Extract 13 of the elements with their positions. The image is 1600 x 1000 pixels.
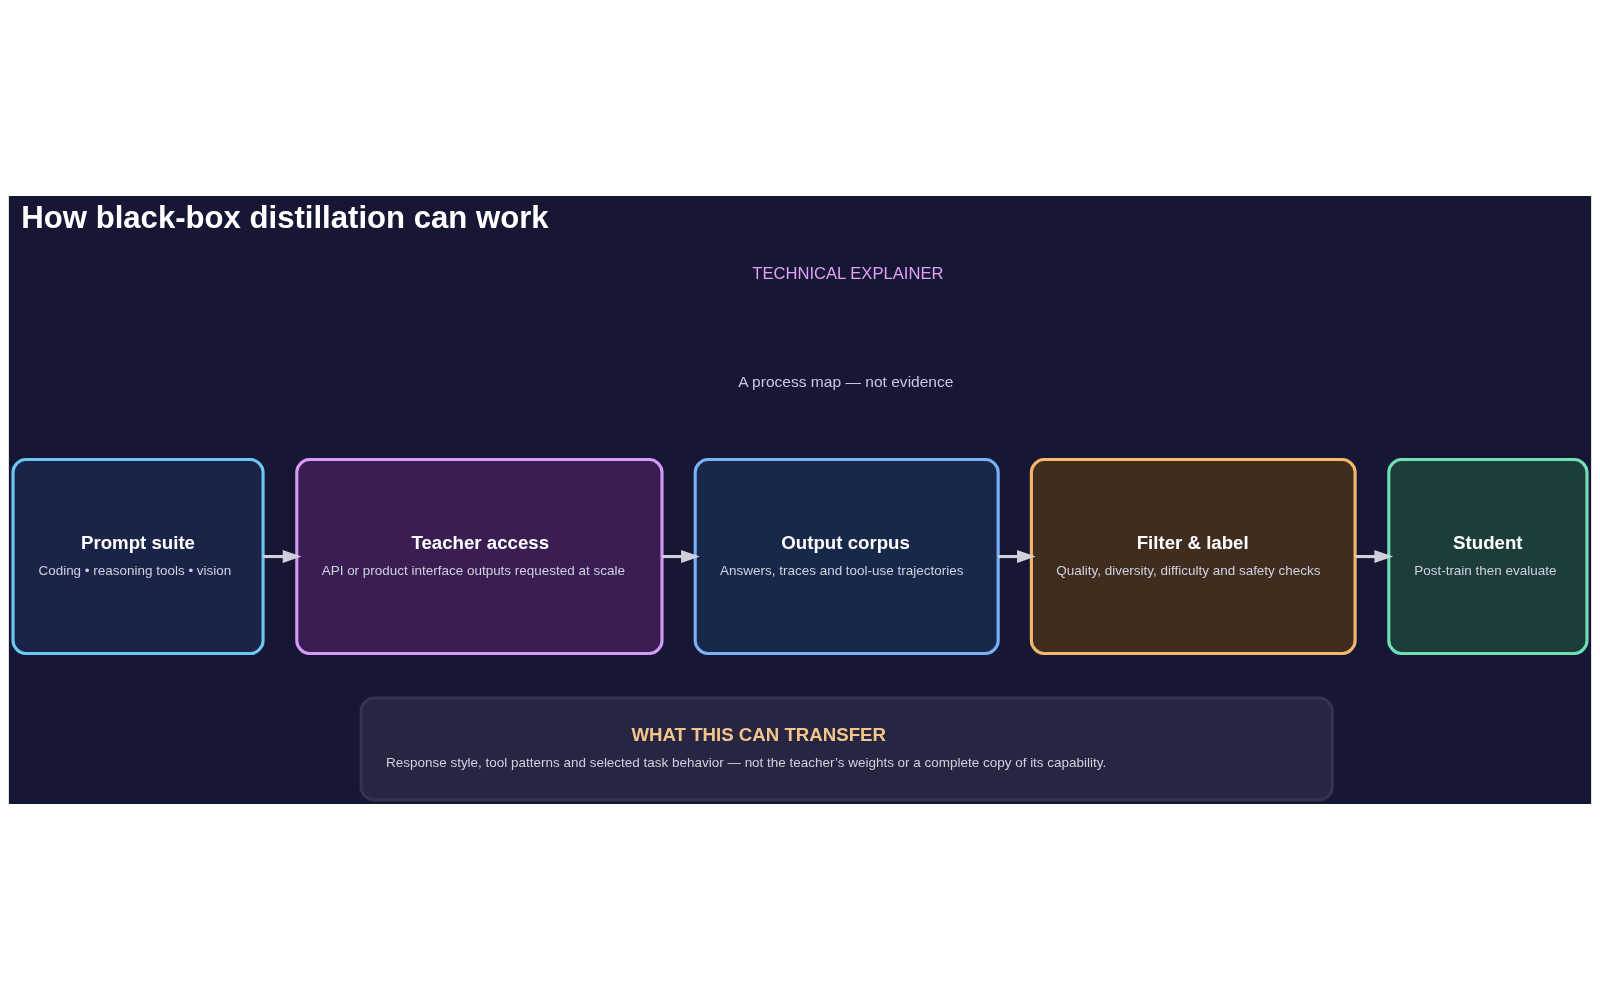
arrow — [998, 550, 1036, 564]
diagram-title: How black-box distillation can work — [21, 200, 549, 236]
label: TECHNICAL EXPLAINER — [752, 263, 944, 283]
label: A process map — not evidence — [738, 372, 954, 390]
node-box: Output corpus Answers, traces and tool-use trajectories — [693, 458, 1000, 656]
arrow — [263, 550, 302, 564]
node-box: Student Post-train then evaluate — [1387, 458, 1589, 656]
arrow — [662, 550, 700, 564]
node-box: Filter & label Quality, diversity, difficulty and safety checks — [1029, 458, 1357, 656]
node-box: Teacher access API or product interface outputs requested at scale — [295, 458, 664, 656]
arrow — [1355, 550, 1394, 564]
node-box: Prompt suite Coding • reasoning tools • vision — [11, 458, 265, 656]
node-box: WHAT THIS CAN TRANSFER Response style, tool patterns and selected task behavior — not the teacher’s weights or a complete copy of its capability. — [359, 696, 1334, 802]
